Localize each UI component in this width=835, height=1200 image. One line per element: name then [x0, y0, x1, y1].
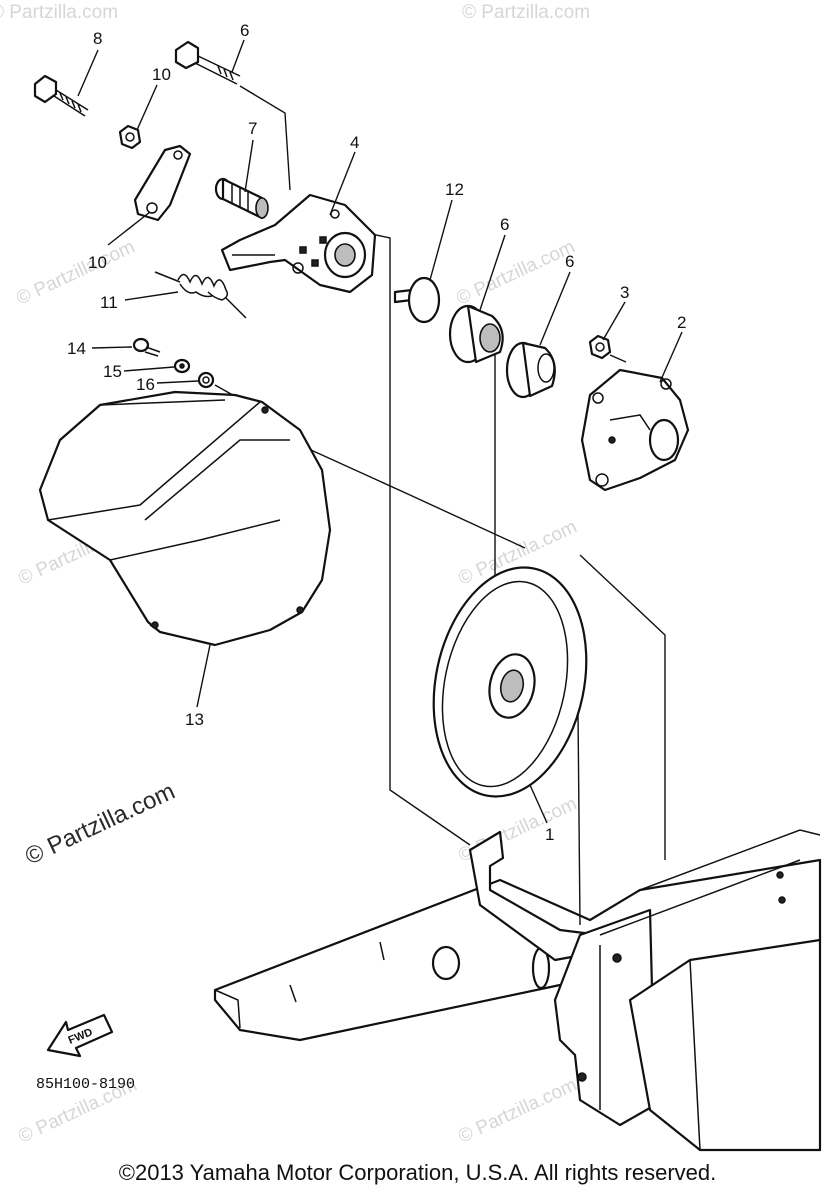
nut-part-9	[118, 124, 142, 150]
adjuster-part-7	[214, 177, 269, 220]
arm-part-10	[133, 144, 192, 222]
label-part-13: 13	[185, 710, 204, 729]
washer-part-16	[197, 371, 215, 389]
diagram-code: 85H100-8190	[36, 1076, 135, 1093]
watermark: © Partzilla.com	[455, 1074, 580, 1147]
nut-part-3	[588, 334, 612, 360]
part-number-labels: 8 6 10 7 4 12 6 6 3 2 10 11 14 15 16 13 …	[67, 21, 686, 844]
copyright-footer: ©2013 Yamaha Motor Corporation, U.S.A. A…	[118, 1160, 717, 1185]
label-part-9: 10	[152, 65, 171, 84]
label-part-15: 15	[103, 362, 122, 381]
bolt-part-8	[33, 74, 89, 117]
label-part-11: 11	[100, 293, 118, 312]
watermark: © Partzilla.com	[13, 236, 138, 309]
label-part-10: 10	[88, 253, 107, 272]
seal-part-6a	[448, 304, 504, 364]
sheave-part-1	[432, 566, 588, 798]
cover-part-2	[580, 368, 690, 492]
label-part-8: 8	[93, 29, 102, 48]
label-part-5: 6	[240, 21, 249, 40]
label-part-14: 14	[67, 339, 86, 358]
label-part-7: 7	[248, 119, 257, 138]
leader-lines	[77, 39, 683, 824]
label-part-2: 2	[677, 313, 686, 332]
label-part-4: 4	[350, 133, 359, 152]
label-part-6b: 6	[565, 252, 574, 271]
label-part-6a: 6	[500, 215, 509, 234]
fwd-arrow-icon: FWD	[46, 1013, 114, 1058]
watermark: © Partzilla.com	[0, 2, 118, 23]
bracket-part-4	[220, 193, 377, 294]
watermark: © Partzilla.com	[462, 2, 590, 23]
bolt-part-5	[174, 40, 241, 85]
label-part-3: 3	[620, 283, 629, 302]
frame-assembly	[213, 829, 822, 1152]
belt-guard-part-13	[38, 390, 332, 647]
screw-part-14	[132, 337, 161, 357]
label-part-16: 16	[136, 375, 155, 394]
label-part-1: 1	[545, 825, 554, 844]
bushing-part-12	[393, 276, 441, 324]
label-part-12: 12	[445, 180, 464, 199]
watermark-main: © Partzilla.com	[21, 778, 179, 871]
washer-part-15	[173, 358, 191, 374]
seal-part-6b	[505, 341, 556, 399]
spring-part-11	[154, 271, 247, 319]
